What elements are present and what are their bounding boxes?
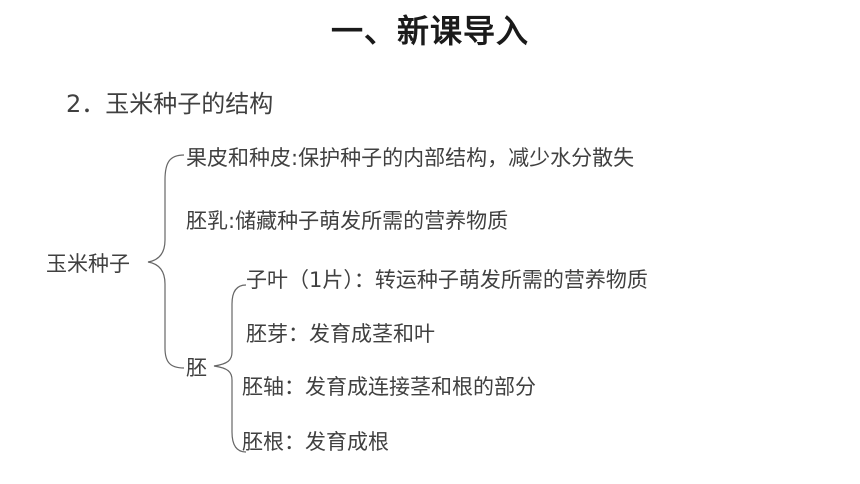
section-heading: 2．玉米种子的结构 [66, 90, 274, 118]
slide-title: 一、新课导入 [330, 12, 529, 50]
embryo-label: 胚 [186, 356, 207, 380]
seed-root-label: 玉米种子 [46, 252, 130, 276]
radicle-item: 胚根：发育成根 [242, 430, 389, 454]
endosperm-item: 胚乳:储藏种子萌发所需的营养物质 [186, 209, 509, 233]
plumule-item: 胚芽：发育成茎和叶 [246, 322, 435, 346]
pericarp-seedcoat-item: 果皮和种皮:保护种子的内部结构，减少水分散失 [186, 146, 635, 170]
hypocotyl-item: 胚轴：发育成连接茎和根的部分 [242, 375, 536, 399]
outer-brace [147, 154, 185, 369]
cotyledon-item: 子叶（1片）：转运种子萌发所需的营养物质 [246, 268, 648, 292]
embryo-brace [213, 284, 247, 453]
